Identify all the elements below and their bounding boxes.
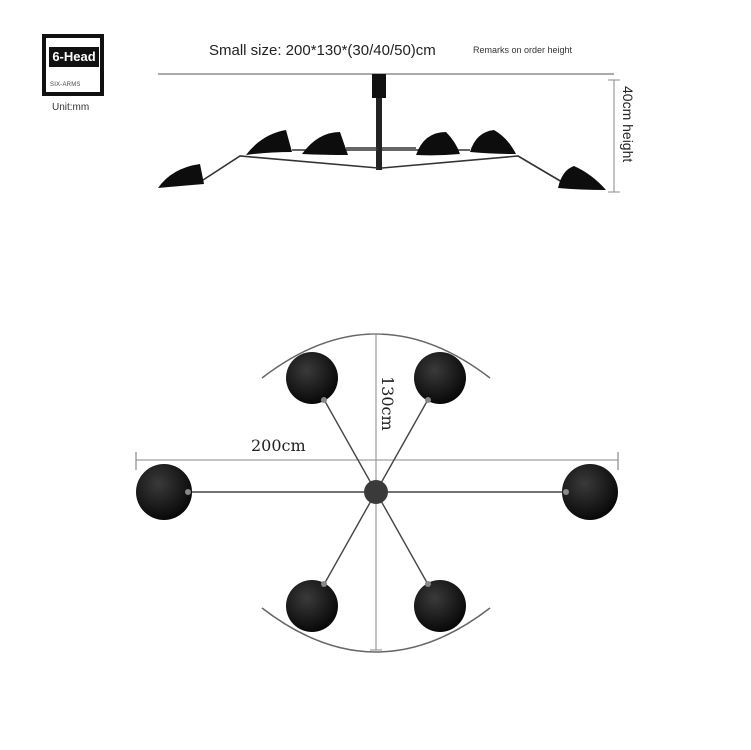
top-shade-left [136, 464, 192, 520]
badge-title: 6-Head [49, 47, 99, 67]
width-dimension-label: 200cm [251, 436, 306, 455]
top-arm-lower-left [321, 491, 377, 589]
ceiling-canopy [372, 74, 386, 98]
six-head-badge: 6-Head SIX-ARMS [42, 34, 104, 96]
side-view [158, 73, 620, 193]
height-dimension-label: 40cm height [620, 86, 636, 163]
socket-right [563, 489, 569, 495]
socket-lower-right [425, 581, 431, 587]
top-shade-upper-right [414, 352, 466, 404]
top-shade-lower-left [286, 580, 338, 632]
top-arm-upper-right [375, 395, 431, 493]
side-shade-left-far [158, 164, 204, 188]
socket-upper-left [321, 397, 327, 403]
top-shade-right [562, 464, 618, 520]
socket-left [185, 489, 191, 495]
side-shade-right-far [558, 166, 606, 190]
arm-left-long [199, 155, 379, 183]
depth-dimension-label: 130cm [378, 376, 397, 431]
outer-arc-bottom [261, 607, 491, 653]
top-arm-upper-left [321, 395, 377, 493]
side-shade-left-inner [302, 132, 348, 155]
remarks-text: Remarks on order height [473, 45, 573, 55]
side-shade-right-mid [470, 130, 516, 154]
stem [376, 98, 382, 170]
top-view [135, 333, 619, 653]
side-shade-left-mid [246, 130, 292, 155]
size-title: Small size: 200*130*(30/40/50)cm [209, 42, 436, 59]
top-arm-lower-right [375, 491, 431, 589]
top-shade-upper-left [286, 352, 338, 404]
badge-subtitle: SIX-ARMS [50, 82, 81, 88]
top-shade-lower-right [414, 580, 466, 632]
arm-right-long [381, 155, 563, 183]
unit-label: Unit:mm [52, 102, 90, 113]
socket-upper-right [425, 397, 431, 403]
side-shade-right-inner [416, 132, 460, 156]
center-hub [364, 480, 388, 504]
socket-lower-left [321, 581, 327, 587]
